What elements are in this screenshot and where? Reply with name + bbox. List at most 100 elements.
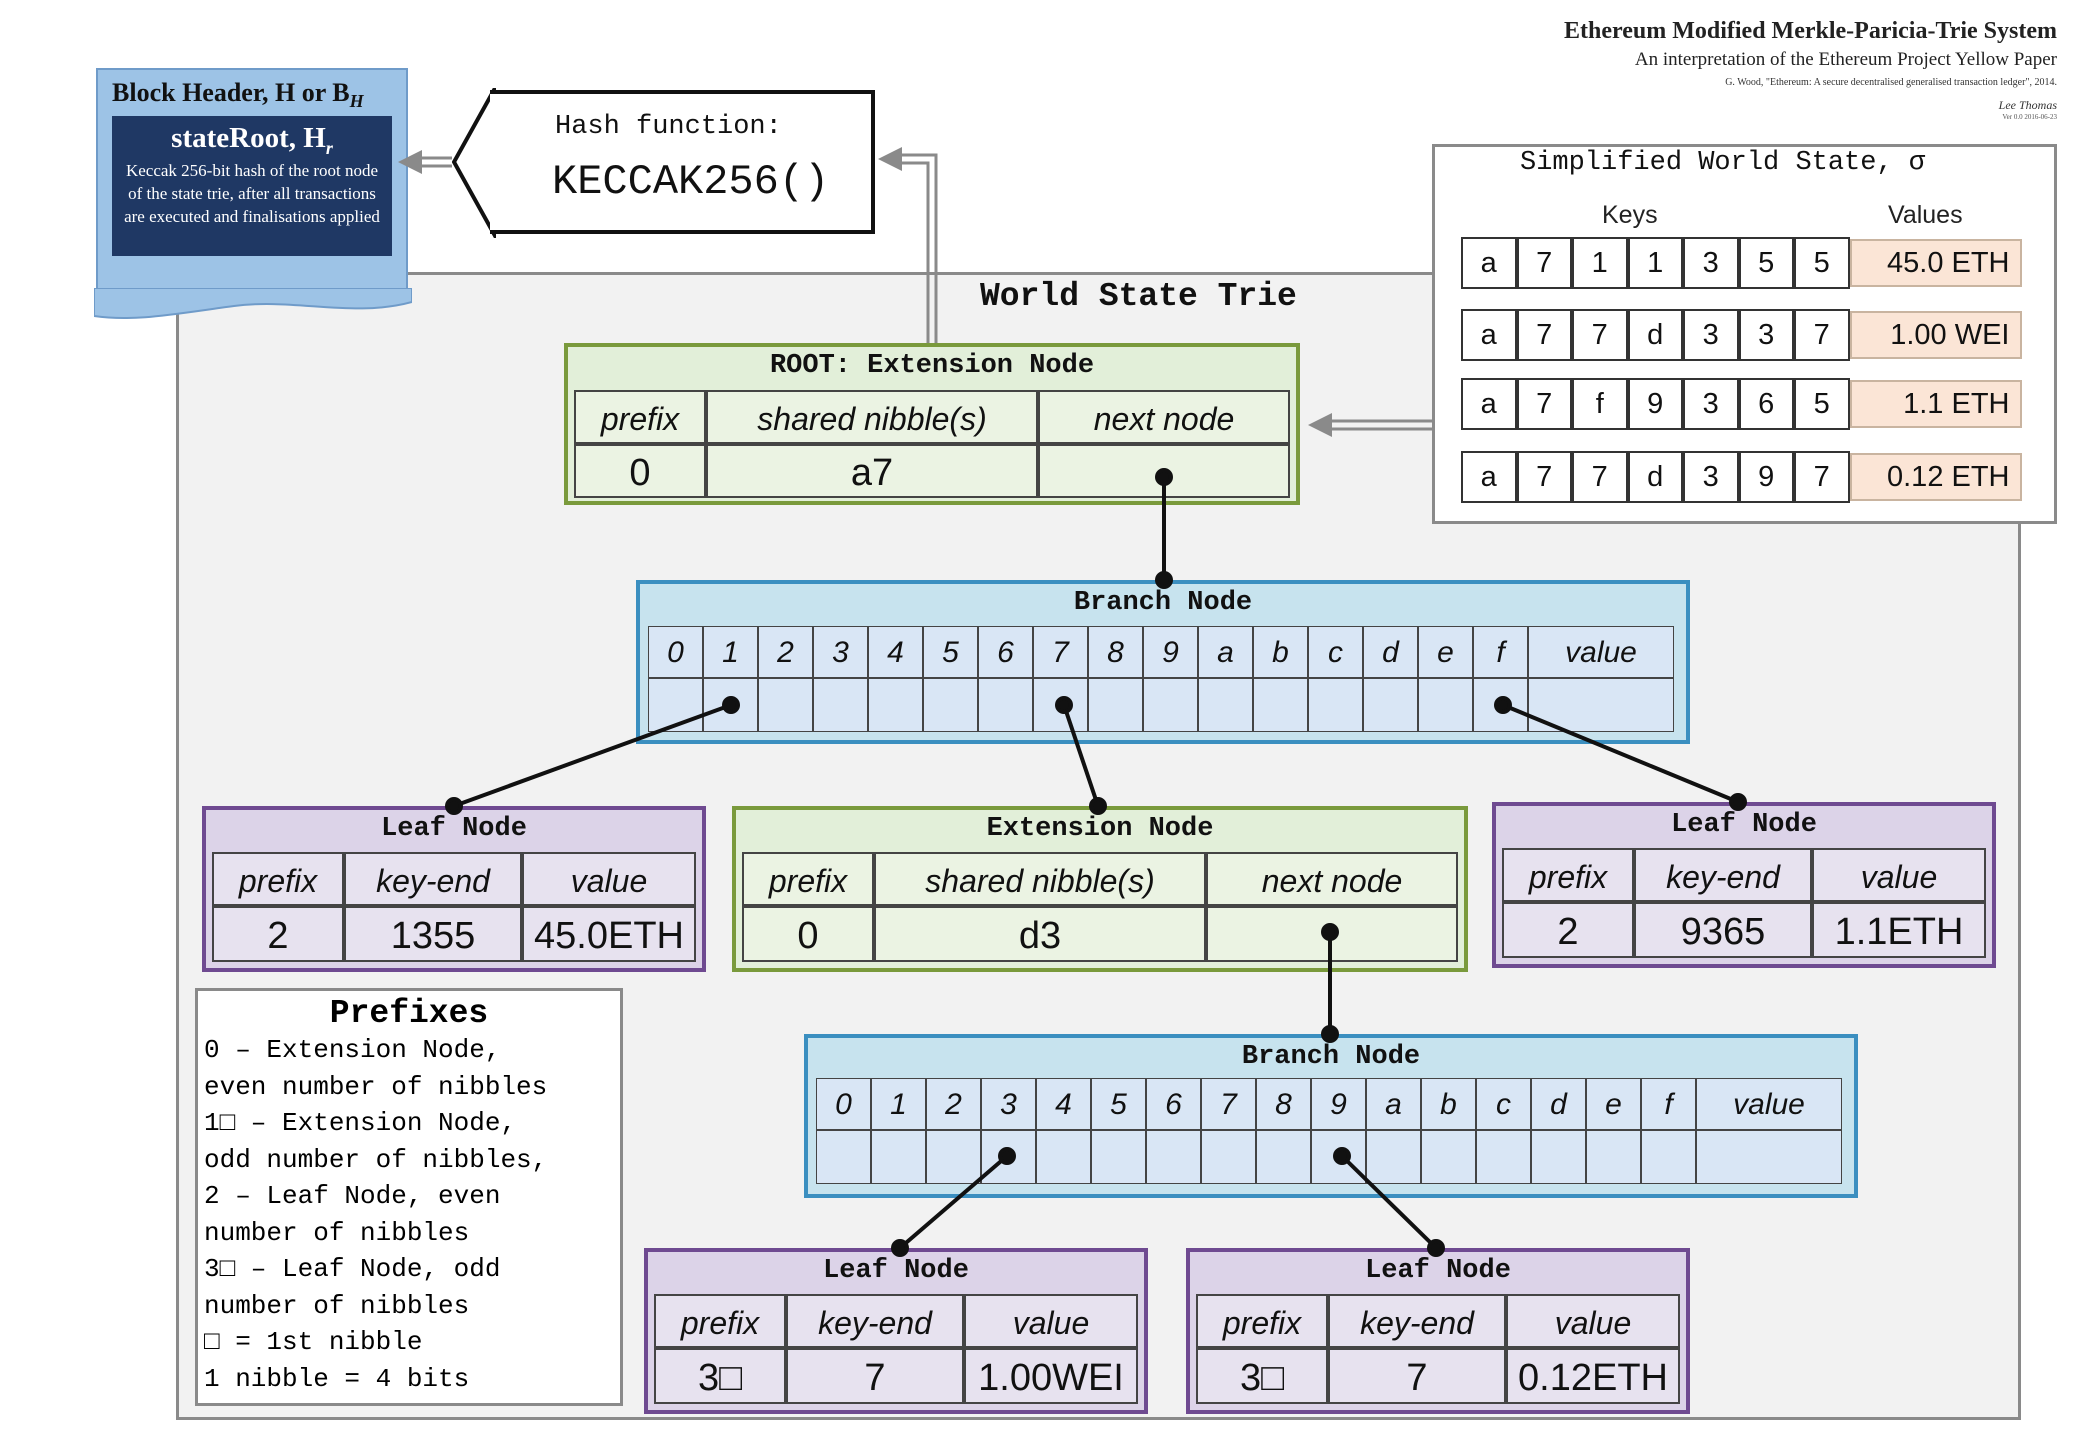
leaf-4-value-value: 0.12ETH [1506,1348,1680,1404]
leaf-4-header-key-end: key-end [1328,1294,1506,1348]
keys-header: Keys [1602,201,1658,229]
branch-slot-pointer [816,1130,871,1184]
leaf-4-header-value: value [1506,1294,1680,1348]
leaf-3-header-value: value [964,1294,1138,1348]
root-node-title: ROOT: Extension Node [769,351,1095,381]
block-header: Block Header, H or BH stateRoot, Hr Kecc… [96,68,408,296]
branch-slot-label: 5 [923,626,978,678]
branch-slot-label: 8 [1088,626,1143,678]
leaf-1-value-value: 45.0ETH [522,906,696,962]
branch2-top-dot [1321,1025,1339,1043]
prefix-line: 0 – Extension Node, [204,1035,501,1065]
branch-slot-pointer [1256,1130,1311,1184]
branch-slot-label: 6 [978,626,1033,678]
leaf-2-value-key-end: 9365 [1634,902,1812,958]
world-state-key-nibble: 3 [1683,309,1739,361]
branch-slot-label: a [1366,1078,1421,1130]
world-state-key-nibble: 5 [1738,237,1794,289]
branch-slot-pointer [871,1130,926,1184]
branch2-slot3-to-leaf3-link [898,1154,1009,1250]
branch-slot-label: b [1253,626,1308,678]
leaf-3-value-value: 1.00WEI [964,1348,1138,1404]
ext-value-prefix: 0 [742,906,874,962]
world-state-key-nibble: 7 [1572,309,1628,361]
ext-header-prefix: prefix [742,852,874,906]
branch-value-label: value [1696,1078,1842,1130]
hash-function-box [490,90,875,234]
ext-header-next-node: next node [1206,852,1458,906]
world-state-key-nibble: 9 [1627,378,1683,430]
world-state-value: 0.12 ETH [1849,453,2022,501]
diagram-subtitle: An interpretation of the Ethereum Projec… [1634,49,2057,70]
branch-slot-pointer [1253,678,1308,732]
branch-slot-label: d [1531,1078,1586,1130]
ext-value-shared-nibbles: d3 [874,906,1206,962]
branch-slot-label: 6 [1146,1078,1201,1130]
ext-next-node-dot [1321,923,1339,941]
prefix-line: □ = 1st nibble [204,1327,423,1357]
leaf-node-1-title: Leaf Node [381,814,527,844]
branch-slot-label: 2 [926,1078,981,1130]
world-state-key-nibble: 3 [1683,378,1739,430]
world-state-key-nibble: a [1461,451,1517,503]
leaf-3-header-prefix: prefix [654,1294,786,1348]
diagram-title-block: Ethereum Modified Merkle-Paricia-Trie Sy… [1457,18,2057,121]
leaf-2-header-key-end: key-end [1634,848,1812,902]
leaf-2-header-prefix: prefix [1502,848,1634,902]
branch-slot-pointer [813,678,868,732]
branch-slot-label: e [1418,626,1473,678]
branch-slot-pointer [1586,1130,1641,1184]
block-header-title: Block Header, H or BH [112,78,364,112]
branch-slot-label: 0 [648,626,703,678]
leaf3-top-dot [891,1239,909,1257]
branch-slot-pointer [1201,1130,1256,1184]
branch-slot-pointer [1091,1130,1146,1184]
root-header-next-node: next node [1038,390,1290,444]
root-value-shared-nibbles: a7 [706,444,1038,498]
prefix-line: odd number of nibbles, [204,1144,548,1175]
world-state-key-nibble: f [1572,378,1628,430]
branch-slot-label: e [1586,1078,1641,1130]
branch-node-2-title: Branch Node [1241,1042,1421,1072]
world-state-key-nibble: 5 [1794,237,1850,289]
branch-slot-label: f [1473,626,1528,678]
leaf2-top-dot [1729,793,1747,811]
branch-slot-label: d [1363,626,1418,678]
leaf-3-value-prefix: 3□ [654,1348,786,1404]
leaf-4-value-prefix: 3□ [1196,1348,1328,1404]
leaf-2-value-value: 1.1ETH [1812,902,1986,958]
branch-slot-pointer [923,678,978,732]
leaf-1-header-key-end: key-end [344,852,522,906]
leaf-node-4-title: Leaf Node [1365,1256,1511,1286]
branch-slot-pointer [1366,1130,1421,1184]
world-state-key-nibble: 7 [1516,378,1572,430]
leaf-1-header-value: value [522,852,696,906]
branch-slot-pointer [1418,678,1473,732]
branch-slot-pointer [758,678,813,732]
branch-slot-label: 1 [703,626,758,678]
world-state-title: Simplified World State, σ [1520,148,1926,178]
leaf-4-value-key-end: 7 [1328,1348,1506,1404]
world-state-key-nibble: a [1461,378,1517,430]
leaf-2-value-prefix: 2 [1502,902,1634,958]
branch2-slot9-dot [1333,1147,1351,1165]
branch-slot-pointer [926,1130,981,1184]
branch-slot-label: 0 [816,1078,871,1130]
branch-slot-label: c [1308,626,1363,678]
world-state-key-nibble: a [1461,237,1517,289]
branch-slot-label: 7 [1033,626,1088,678]
branch-slot-pointer [1198,678,1253,732]
branch-slot-pointer [1363,678,1418,732]
branch-slot-label: a [1198,626,1253,678]
leaf-3-header-key-end: key-end [786,1294,964,1348]
branch-slot-pointer [1308,678,1363,732]
prefix-line: number of nibbles [204,1217,470,1248]
branch-value-label: value [1528,626,1674,678]
prefix-line: 1□ – Extension Node, [204,1108,517,1138]
world-state-key-nibble: 6 [1738,378,1794,430]
branch-slot-pointer [703,678,758,732]
branch-slot-label: c [1476,1078,1531,1130]
branch1-slot7-to-ext-link [1062,704,1100,807]
prefixes-title: Prefixes [329,995,489,1032]
